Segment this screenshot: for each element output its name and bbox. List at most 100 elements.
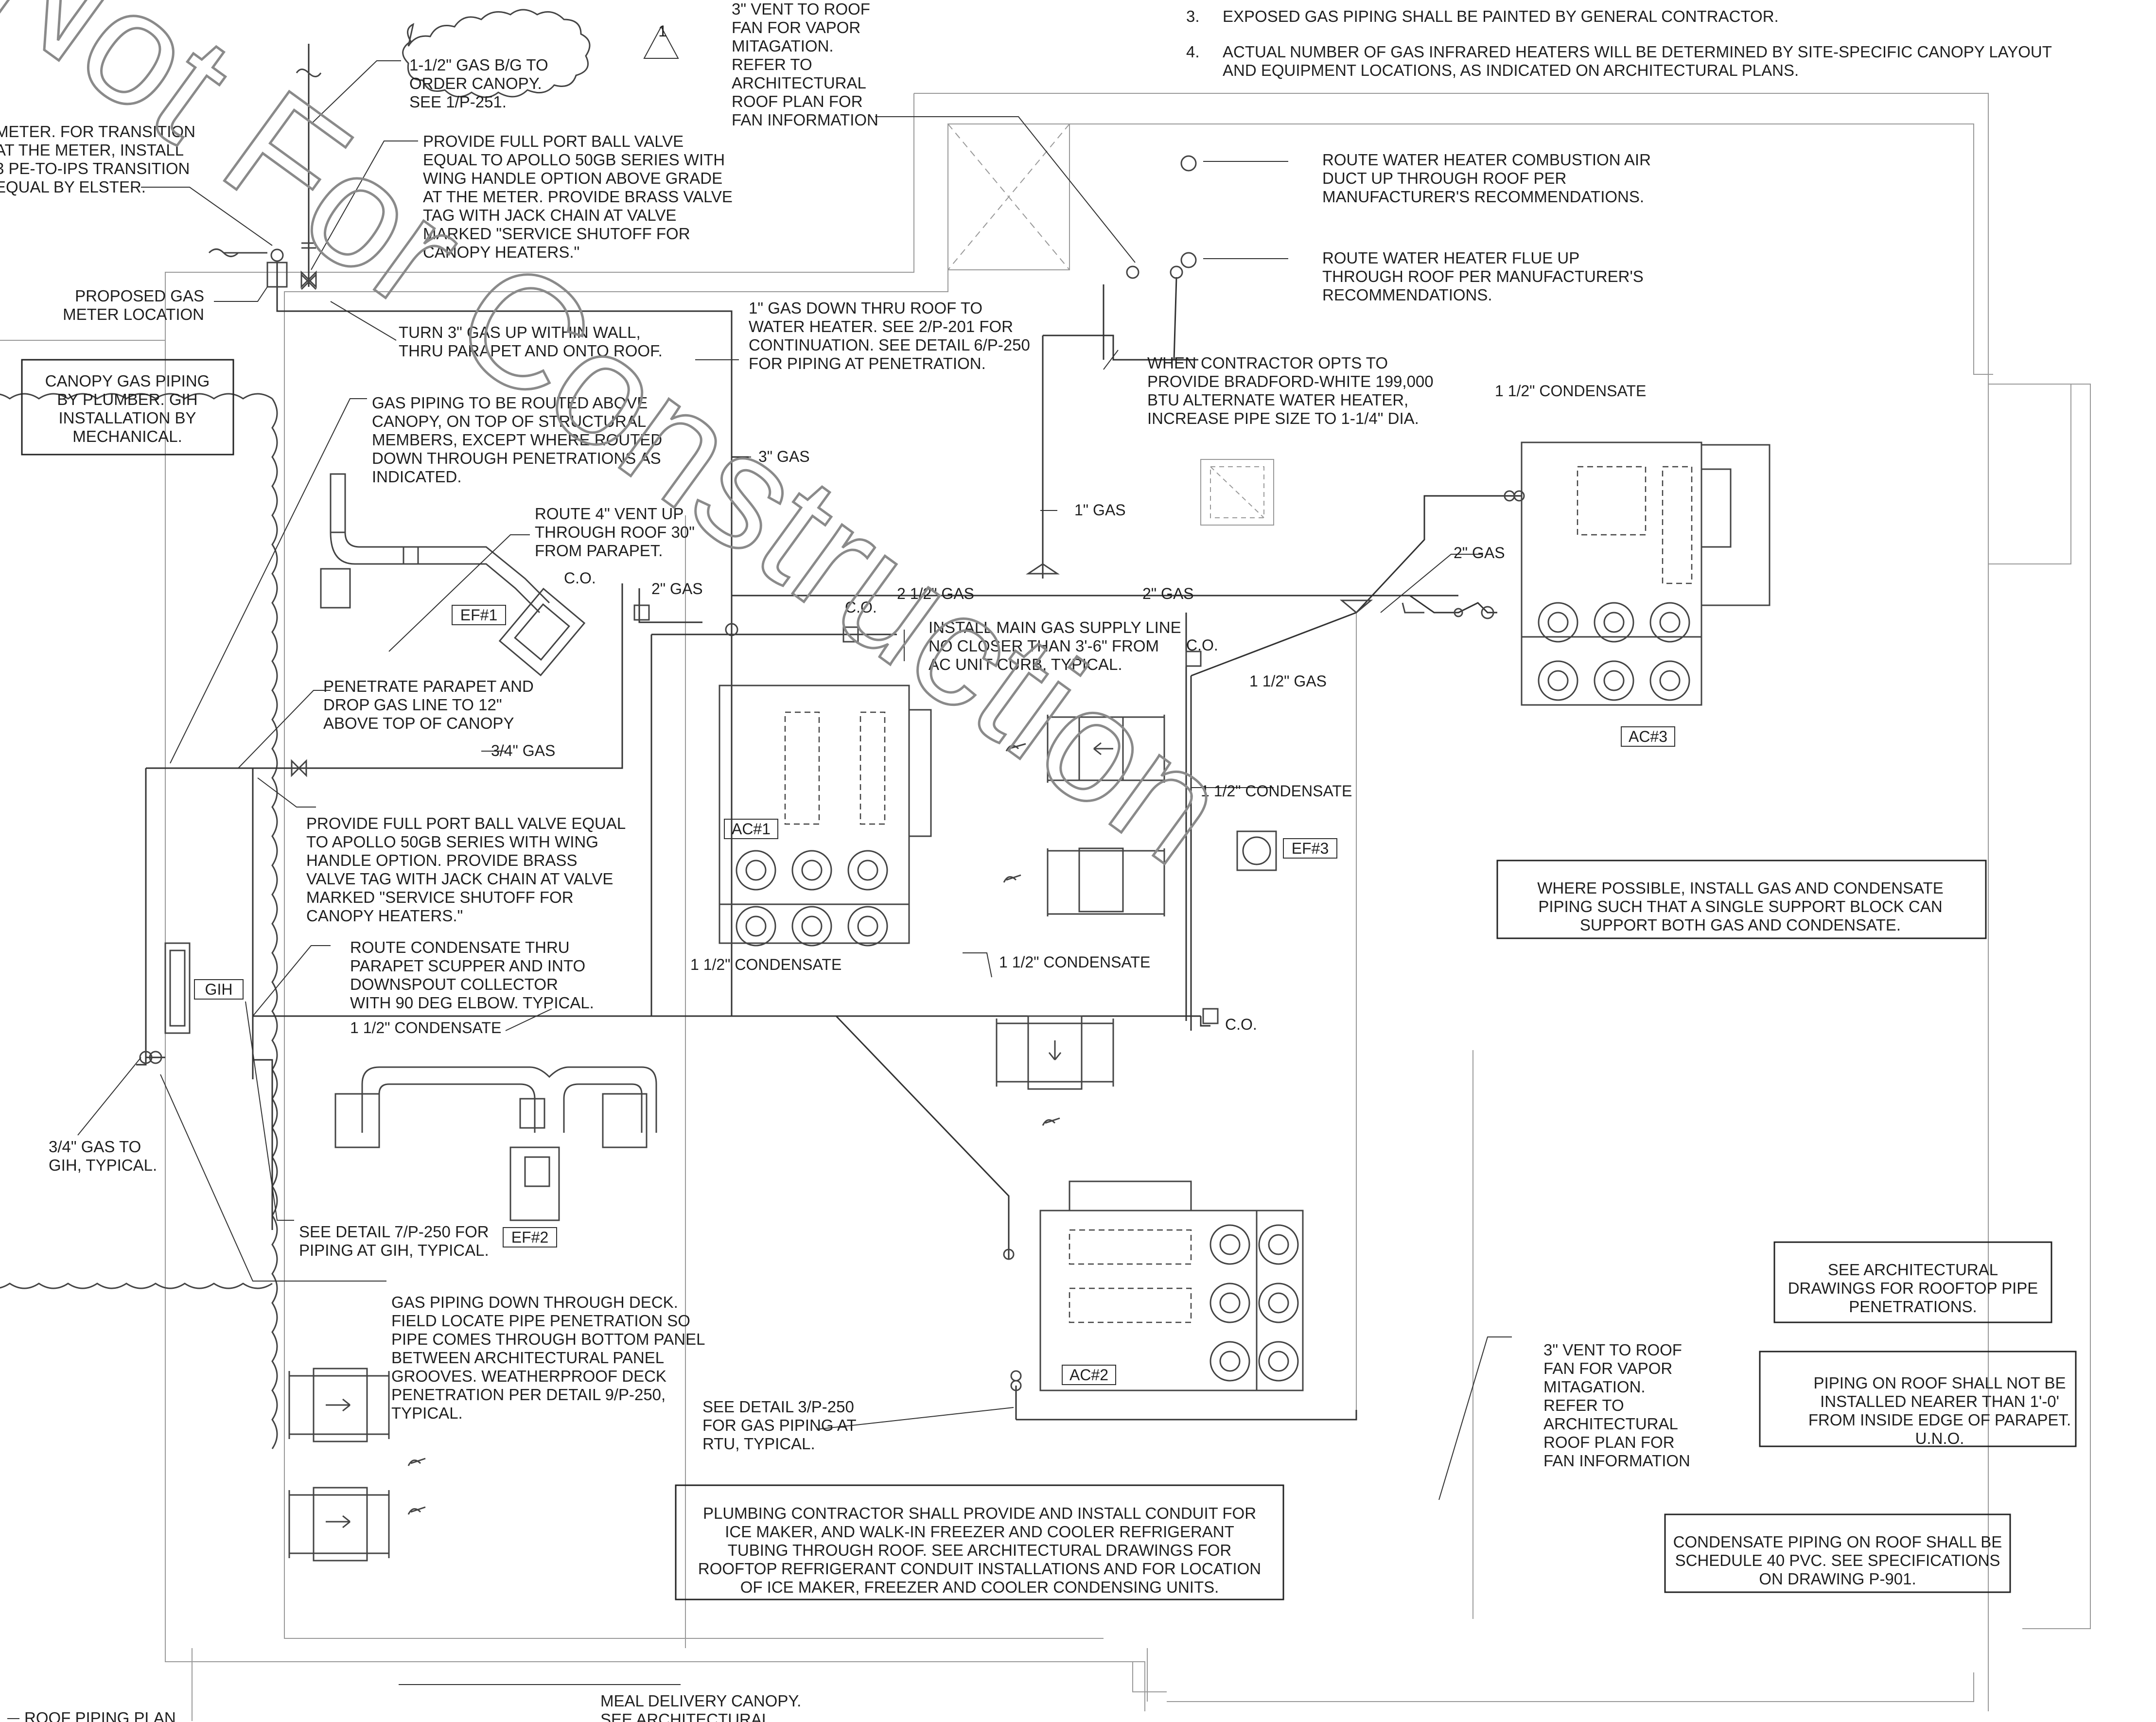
note-combustion-air-line: ROUTE WATER HEATER COMBUSTION AIR	[1322, 151, 1651, 169]
note-conduit-line: PLUMBING CONTRACTOR SHALL PROVIDE AND IN…	[703, 1504, 1256, 1522]
note-vent-bottom-line: FAN INFORMATION	[1543, 1452, 1690, 1470]
pipe-label-gas-2-right: 2" GAS	[1454, 544, 1505, 562]
note-combustion-air-line: DUCT UP THROUGH ROOF PER	[1322, 169, 1566, 187]
note-install-main-line: NO CLOSER THAN 3'-6" FROM	[929, 637, 1159, 655]
pipe-label-cond-1-5-center: 1 1/2" CONDENSATE	[999, 953, 1150, 971]
note-vent-top-line: FAN FOR VAPOR	[732, 18, 860, 36]
note-vent-top-line: FAN INFORMATION	[732, 111, 878, 129]
note-ball-valve-2-line: HANDLE OPTION. PROVIDE BRASS	[306, 851, 577, 869]
note-conduit-line: ROOFTOP REFRIGERANT CONDUIT INSTALLATION…	[698, 1560, 1261, 1578]
note-deck-line: FIELD LOCATE PIPE PENETRATION SO	[391, 1312, 690, 1330]
general-note-number: 3.	[1186, 7, 1200, 25]
ac1-fans	[736, 850, 888, 947]
pipe-label-gas-1: 1" GAS	[1074, 501, 1126, 519]
note-meter-line: AT THE METER, INSTALL	[0, 141, 184, 159]
note-conduit-line: TUBING THROUGH ROOF. SEE ARCHITECTURAL D…	[728, 1541, 1232, 1559]
note-vent-bottom-line: MITAGATION.	[1543, 1378, 1646, 1396]
pvc-note-box	[1664, 1513, 2011, 1593]
note-ball-valve-1-line: CANOPY HEATERS."	[423, 243, 579, 261]
note-flue-line: THROUGH ROOF PER MANUFACTURER'S	[1322, 267, 1644, 285]
note-condensate-scupper-line: DOWNSPOUT COLLECTOR	[350, 975, 558, 993]
note-single-support-line: SUPPORT BOTH GAS AND CONDENSATE.	[1580, 916, 1901, 934]
pipe-label-co-2: C.O.	[845, 598, 877, 616]
note-vent-bottom-line: FAN FOR VAPOR	[1543, 1359, 1672, 1377]
note-canopy-box-line: BY PLUMBER. GIH	[57, 390, 197, 408]
note-vent-top-line: ROOF PLAN FOR	[732, 92, 863, 110]
ac2-unit	[1039, 1180, 1304, 1391]
note-ball-valve-2-line: VALVE TAG WITH JACK CHAIN AT VALVE	[306, 870, 613, 888]
ac2-fans	[1209, 1224, 1299, 1382]
note-combustion-air-line: MANUFACTURER'S RECOMMENDATIONS.	[1322, 188, 1644, 206]
note-deck-line: GAS PIPING DOWN THROUGH DECK.	[391, 1293, 678, 1311]
parapet-note-box	[1759, 1351, 2077, 1447]
pipe-label-gas-3: 3" GAS	[758, 448, 810, 465]
note-pvc-line: SCHEDULE 40 PVC. SEE SPECIFICATIONS	[1675, 1551, 2000, 1569]
revision-cloud-left	[0, 9, 679, 1449]
title-partial: ROOF PIPING PLAN	[24, 1709, 176, 1722]
pipe-label-gas-1-5: 1 1/2" GAS	[1249, 672, 1327, 690]
cleanouts	[633, 604, 1219, 1024]
building-outline	[0, 93, 2091, 1721]
general-note-line: ACTUAL NUMBER OF GAS INFRARED HEATERS WI…	[1223, 43, 2052, 61]
leader-lines	[77, 60, 1512, 1685]
ef2-exhaust-fan	[334, 1066, 657, 1248]
note-gas-bg-line: SEE 1/P-251.	[409, 93, 507, 111]
note-condensate-scupper-line: PARAPET SCUPPER AND INTO	[350, 957, 585, 975]
ac3-unit	[1521, 441, 1770, 747]
note-gas-down-wh-line: FOR PIPING AT PENETRATION.	[749, 354, 986, 372]
note-bradford-line: INCREASE PIPE SIZE TO 1-1/4" DIA.	[1147, 409, 1419, 427]
note-detail-3-line: RTU, TYPICAL.	[702, 1435, 815, 1453]
note-canopy-box-line: CANOPY GAS PIPING	[45, 372, 210, 390]
note-detail-3-line: SEE DETAIL 3/P-250	[702, 1398, 854, 1416]
ac2-tag: AC#2	[1069, 1366, 1108, 1384]
note-deck-line: GROOVES. WEATHERPROOF DECK	[391, 1367, 666, 1385]
note-bradford-line: BTU ALTERNATE WATER HEATER,	[1147, 391, 1408, 409]
note-parapet-dist-line: INSTALLED NEARER THAN 1'-0'	[1820, 1392, 2059, 1410]
note-vent-bottom-line: REFER TO	[1543, 1396, 1624, 1414]
note-conduit-line: OF ICE MAKER, FREEZER AND COOLER CONDENS…	[740, 1578, 1219, 1596]
gas-meter-assembly	[208, 69, 322, 290]
note-ball-valve-1-line: TAG WITH JACK CHAIN AT VALVE	[423, 206, 676, 224]
note-detail-3-line: FOR GAS PIPING AT	[702, 1416, 857, 1434]
note-canopy-box-line: MECHANICAL.	[72, 427, 182, 445]
note-ball-valve-2-line: MARKED "SERVICE SHUTOFF FOR	[306, 888, 574, 906]
note-ball-valve-2-line: CANOPY HEATERS."	[306, 907, 463, 925]
note-conduit-line: ICE MAKER, AND WALK-IN FREEZER AND COOLE…	[725, 1523, 1234, 1541]
general-note-line: EXPOSED GAS PIPING SHALL BE PAINTED BY G…	[1223, 7, 1779, 25]
note-arch-pen-line: SEE ARCHITECTURAL	[1828, 1261, 1998, 1279]
note-gas-down-wh-line: CONTINUATION. SEE DETAIL 6/P-250	[749, 336, 1030, 354]
note-single-support-line: PIPING SUCH THAT A SINGLE SUPPORT BLOCK …	[1538, 897, 1942, 915]
note-vent-4-line: THROUGH ROOF 30"	[535, 523, 695, 541]
ac1-unit	[719, 685, 932, 947]
note-gas-routed-line: GAS PIPING TO BE ROUTED ABOVE	[372, 394, 648, 412]
note-canopy-box-line: INSTALLATION BY	[58, 409, 196, 427]
note-gas-bg-line: 1-1/2" GAS B/G TO	[409, 56, 548, 74]
note-ball-valve-2-line: PROVIDE FULL PORT BALL VALVE EQUAL	[306, 814, 626, 832]
note-vent-bottom-line: ARCHITECTURAL	[1543, 1415, 1678, 1433]
pipe-label-gas-3-4: 3/4" GAS	[491, 742, 555, 759]
note-vent-bottom-line: ROOF PLAN FOR	[1543, 1433, 1675, 1451]
pipe-label-co-3: C.O.	[1186, 636, 1218, 654]
note-gas-routed-line: MEMBERS, EXCEPT WHERE ROUTED	[372, 431, 662, 449]
ac1-tag: AC#1	[732, 820, 771, 838]
gas-piping	[136, 44, 1522, 1421]
note-vent-4-line: ROUTE 4" VENT UP	[535, 505, 684, 523]
pipe-label-cond-1-5-left: 1 1/2" CONDENSATE	[690, 956, 841, 973]
note-meter-line: EQUAL BY ELSTER.	[0, 178, 146, 196]
note-gas-routed-line: INDICATED.	[372, 468, 462, 486]
pipe-label-cond-1-5-mid: 1 1/2" CONDENSATE	[1201, 782, 1352, 800]
note-condensate-scupper-line: ROUTE CONDENSATE THRU	[350, 938, 570, 956]
note-ball-valve-1-line: MARKED "SERVICE SHUTOFF FOR	[423, 225, 690, 243]
pipe-label-gas-2-mid: 2" GAS	[1142, 585, 1194, 602]
note-gas-down-wh-line: 1" GAS DOWN THRU ROOF TO	[749, 299, 982, 317]
ef1-exhaust-fan	[320, 473, 586, 677]
pipe-label-cond-1-5-top: 1 1/2" CONDENSATE	[1495, 382, 1646, 400]
note-install-main-line: AC UNIT CURB, TYPICAL.	[929, 655, 1122, 673]
note-gas-down-wh-line: WATER HEATER. SEE 2/P-201 FOR	[749, 317, 1013, 335]
note-penetrate-line: PENETRATE PARAPET AND	[323, 677, 534, 695]
note-penetrate-line: DROP GAS LINE TO 12"	[323, 696, 502, 714]
pipe-label-co-1: C.O.	[564, 569, 596, 587]
note-deck-line: PENETRATION PER DETAIL 9/P-250,	[391, 1386, 666, 1404]
